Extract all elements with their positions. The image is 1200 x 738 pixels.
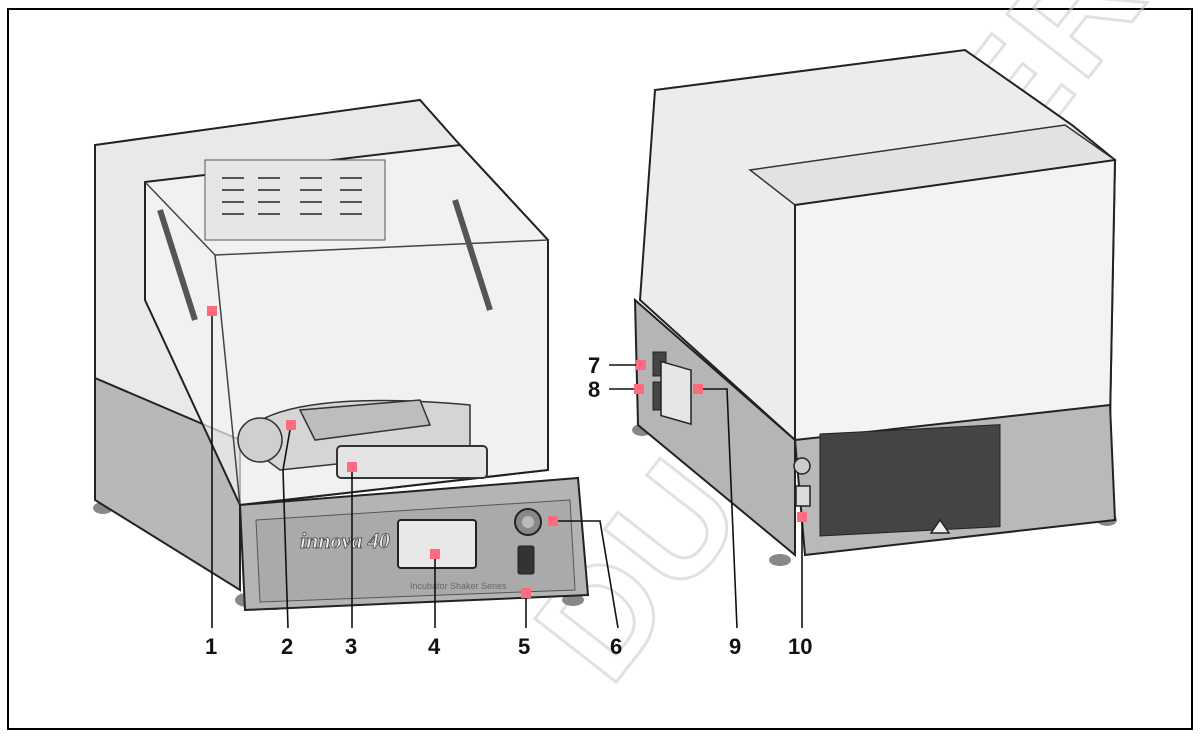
cabinet-base — [94, 376, 241, 592]
power-inlet — [795, 485, 811, 507]
front-view-unit: innova 40 Incubator Shaker Series — [93, 98, 590, 612]
callout-label-10: 10 — [788, 634, 812, 659]
vent-plate — [204, 159, 386, 241]
callout-label-2: 2 — [281, 634, 293, 659]
callout-labels: 1 2 3 4 5 6 7 8 9 10 — [205, 353, 812, 659]
callout-label-1: 1 — [205, 634, 217, 659]
callout-label-8: 8 — [588, 377, 600, 402]
marker-5 — [521, 588, 531, 598]
marker-1 — [207, 306, 217, 316]
callout-label-6: 6 — [610, 634, 622, 659]
marker-6 — [548, 516, 558, 526]
ventilation-grille — [819, 424, 1001, 537]
callout-lines — [211, 312, 803, 629]
callout-label-3: 3 — [345, 634, 357, 659]
marker-10 — [797, 512, 807, 522]
usb-port — [517, 545, 535, 575]
panel-subtitle: Incubator Shaker Series — [410, 581, 507, 591]
rear-view-unit — [632, 48, 1117, 566]
side-label-plate — [660, 360, 692, 426]
marker-9 — [693, 384, 703, 394]
callout-label-9: 9 — [729, 634, 741, 659]
callout-label-7: 7 — [588, 353, 600, 378]
marker-8 — [634, 384, 644, 394]
marker-4 — [430, 549, 440, 559]
marker-7 — [636, 360, 646, 370]
touch-display — [397, 519, 477, 569]
brand-logo: innova 40 — [300, 528, 390, 553]
callout-markers — [207, 306, 807, 598]
callout-label-4: 4 — [428, 634, 441, 659]
callout-label-5: 5 — [518, 634, 530, 659]
foot — [562, 594, 584, 606]
marker-3 — [347, 462, 357, 472]
marker-2 — [286, 420, 296, 430]
lid-handle — [336, 445, 488, 479]
